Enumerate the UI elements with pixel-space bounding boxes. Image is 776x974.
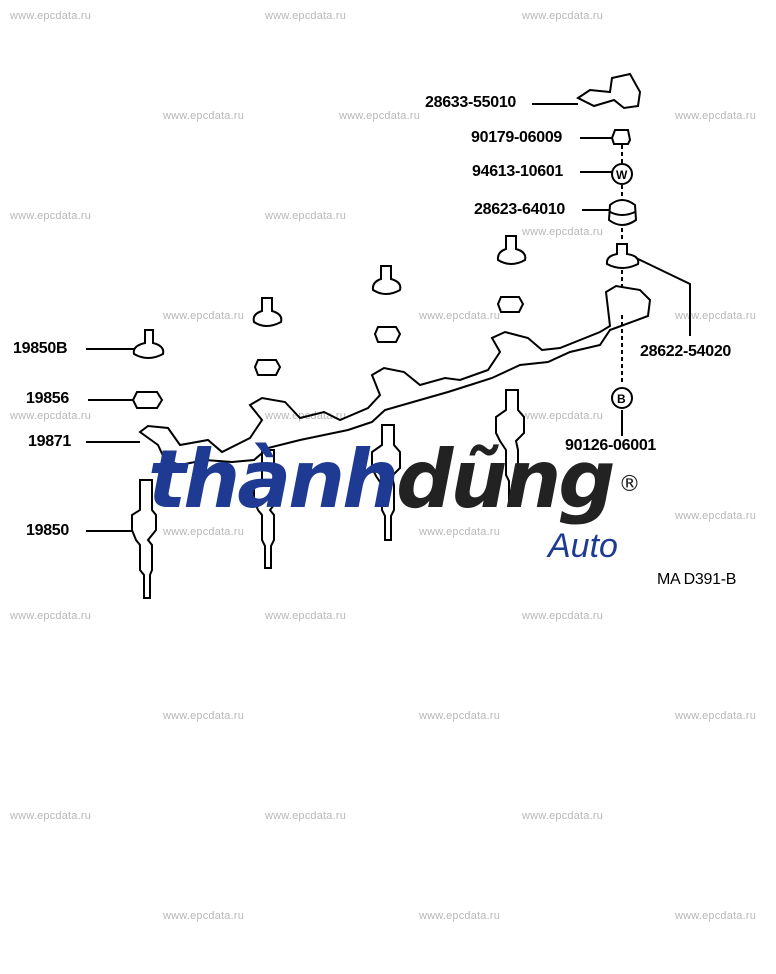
part-label-28622-54020[interactable]: 28622-54020 xyxy=(640,343,732,360)
watermark-text: www.epcdata.ru xyxy=(675,910,757,922)
logo-text-a: thành xyxy=(148,433,399,526)
watermark-text: www.epcdata.ru xyxy=(419,526,501,538)
watermark-text: www.epcdata.ru xyxy=(10,810,92,822)
watermark-text: www.epcdata.ru xyxy=(419,710,501,722)
part-label-19856[interactable]: 19856 xyxy=(26,390,69,407)
diagram-code: MA D391-B xyxy=(657,571,737,588)
watermark-text: www.epcdata.ru xyxy=(522,10,604,22)
watermark-text: www.epcdata.ru xyxy=(675,110,757,122)
bracket-28633 xyxy=(576,72,642,110)
bolt-symbol: B xyxy=(617,392,626,406)
part-label-28633-55010[interactable]: 28633-55010 xyxy=(425,94,517,111)
watermark-text: www.epcdata.ru xyxy=(163,110,245,122)
watermark-text: www.epcdata.ru xyxy=(163,710,245,722)
watermark-text: www.epcdata.ru xyxy=(10,410,92,422)
watermark-text: www.epcdata.ru xyxy=(675,510,757,522)
nut-90179 xyxy=(610,129,632,145)
watermark-text: www.epcdata.ru xyxy=(419,310,501,322)
watermark-text: www.epcdata.ru xyxy=(522,410,604,422)
watermark-text: www.epcdata.ru xyxy=(163,310,245,322)
watermark-text: www.epcdata.ru xyxy=(163,526,245,538)
brand-logo-watermark: thànhdũng® Auto xyxy=(148,440,641,565)
logo-text: thànhdũng® xyxy=(148,440,641,520)
watermark-text: www.epcdata.ru xyxy=(419,910,501,922)
watermark-text: www.epcdata.ru xyxy=(522,610,604,622)
watermark-text: www.epcdata.ru xyxy=(265,810,347,822)
terminal-studs xyxy=(132,235,527,359)
part-label-28623-64010[interactable]: 28623-64010 xyxy=(474,201,566,218)
part-label-94613-10601[interactable]: 94613-10601 xyxy=(472,163,564,180)
watermark-text: www.epcdata.ru xyxy=(10,10,92,22)
watermark-text: www.epcdata.ru xyxy=(522,810,604,822)
watermark-text: www.epcdata.ru xyxy=(339,110,421,122)
watermark-text: www.epcdata.ru xyxy=(163,910,245,922)
watermark-text: www.epcdata.ru xyxy=(522,226,604,238)
hex-nuts xyxy=(131,296,525,409)
part-label-90179-06009[interactable]: 90179-06009 xyxy=(471,129,563,146)
logo-sub: Auto xyxy=(548,527,618,565)
logo-text-b: dũng xyxy=(396,433,615,526)
terminal-28622 xyxy=(605,243,640,269)
logo-registered: ® xyxy=(618,472,641,498)
watermark-text: www.epcdata.ru xyxy=(10,610,92,622)
watermark-text: www.epcdata.ru xyxy=(675,310,757,322)
part-label-19850B[interactable]: 19850B xyxy=(13,340,68,357)
watermark-text: www.epcdata.ru xyxy=(265,610,347,622)
washer-symbol: W xyxy=(616,168,628,182)
watermark-text: www.epcdata.ru xyxy=(675,710,757,722)
part-label-90126-06001[interactable]: 90126-06001 xyxy=(565,437,657,454)
watermark-text: www.epcdata.ru xyxy=(10,210,92,222)
connector-bar-19871 xyxy=(138,284,652,467)
watermark-text: www.epcdata.ru xyxy=(265,10,347,22)
insulator-28623 xyxy=(607,199,638,226)
part-label-19871[interactable]: 19871 xyxy=(28,433,71,450)
part-label-19850[interactable]: 19850 xyxy=(26,522,69,539)
watermark-text: www.epcdata.ru xyxy=(265,210,347,222)
